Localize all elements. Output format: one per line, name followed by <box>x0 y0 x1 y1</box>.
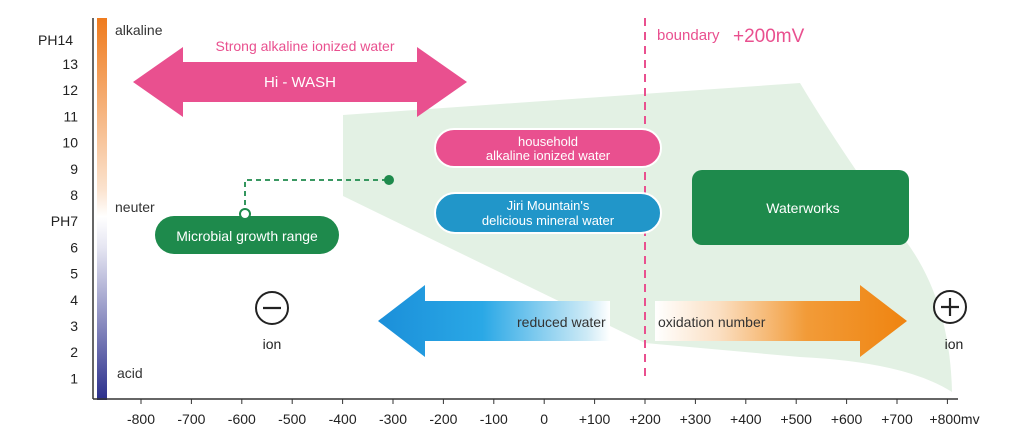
waterworks-box <box>692 170 909 245</box>
jiri-mineral-water-box <box>434 192 662 234</box>
microbial-connector-start <box>239 208 251 220</box>
x-tick-label: +800mv <box>929 411 979 427</box>
boundary-label: boundary <box>657 27 720 44</box>
x-tick-label: -600 <box>228 411 256 427</box>
ph-label: 12 <box>62 82 78 98</box>
ph-label: 13 <box>62 56 78 72</box>
jiri-label-line1: Jiri Mountain's <box>507 198 590 213</box>
x-tick-label: -200 <box>429 411 457 427</box>
ph-label: 8 <box>70 187 78 203</box>
minus-ion-label: ion <box>263 336 282 352</box>
x-tick-label: +200 <box>629 411 661 427</box>
microbial-connector-line <box>244 179 388 214</box>
x-tick-label: -300 <box>379 411 407 427</box>
reduced-water-label: reduced water <box>517 314 606 330</box>
waterworks-label: Waterworks <box>766 200 839 216</box>
household-label-line1: household <box>518 134 578 149</box>
x-tick-label: +700 <box>881 411 913 427</box>
x-tick-label: +500 <box>780 411 812 427</box>
x-tick-label: -800 <box>127 411 155 427</box>
x-tick-label: +100 <box>579 411 611 427</box>
ph-label: 1 <box>70 370 78 386</box>
ph-title: PH14 <box>38 32 73 48</box>
microbial-label: Microbial growth range <box>176 228 318 244</box>
x-tick-label: -500 <box>278 411 306 427</box>
jiri-label-line2: delicious mineral water <box>482 213 615 228</box>
reduced-water-arrow <box>378 285 610 357</box>
alkaline-label: alkaline <box>115 22 163 38</box>
oxidation-number-arrow <box>655 285 907 357</box>
plus-ion-label: ion <box>945 336 964 352</box>
acid-label: acid <box>117 365 143 381</box>
ph-color-bar <box>97 18 107 400</box>
ph-label: 6 <box>70 239 78 255</box>
household-label-line2: alkaline ionized water <box>486 148 611 163</box>
x-tick-label: +600 <box>831 411 863 427</box>
ph-label: 10 <box>62 135 78 151</box>
ph-label: 3 <box>70 318 78 334</box>
household-alkaline-box <box>434 128 662 168</box>
ph-label: 2 <box>70 344 78 360</box>
ph-label: 11 <box>63 108 78 124</box>
x-tick-label: +300 <box>680 411 712 427</box>
hiwash-label: Hi - WASH <box>264 74 336 91</box>
ph-label: 4 <box>70 292 78 308</box>
ph-label: PH7 <box>51 213 78 229</box>
ph-label: 9 <box>70 161 78 177</box>
hiwash-caption: Strong alkaline ionized water <box>216 38 395 54</box>
microbial-connector-end <box>384 175 394 185</box>
x-tick-label: +400 <box>730 411 762 427</box>
x-tick-label: 0 <box>540 411 548 427</box>
x-tick-label: -400 <box>329 411 357 427</box>
x-tick-label: -700 <box>177 411 205 427</box>
boundary-value: +200mV <box>733 26 805 47</box>
x-tick-label: -100 <box>480 411 508 427</box>
oxidation-number-label: oxidation number <box>658 314 766 330</box>
ph-label: 5 <box>70 266 78 282</box>
x-axis-ticks: -800 -700 -600 -500 -400 -300 -200 -100 0 +100 +20… <box>127 399 980 427</box>
neuter-label: neuter <box>115 199 155 215</box>
microbial-growth-box <box>155 216 339 254</box>
hiwash-double-arrow <box>133 47 467 117</box>
